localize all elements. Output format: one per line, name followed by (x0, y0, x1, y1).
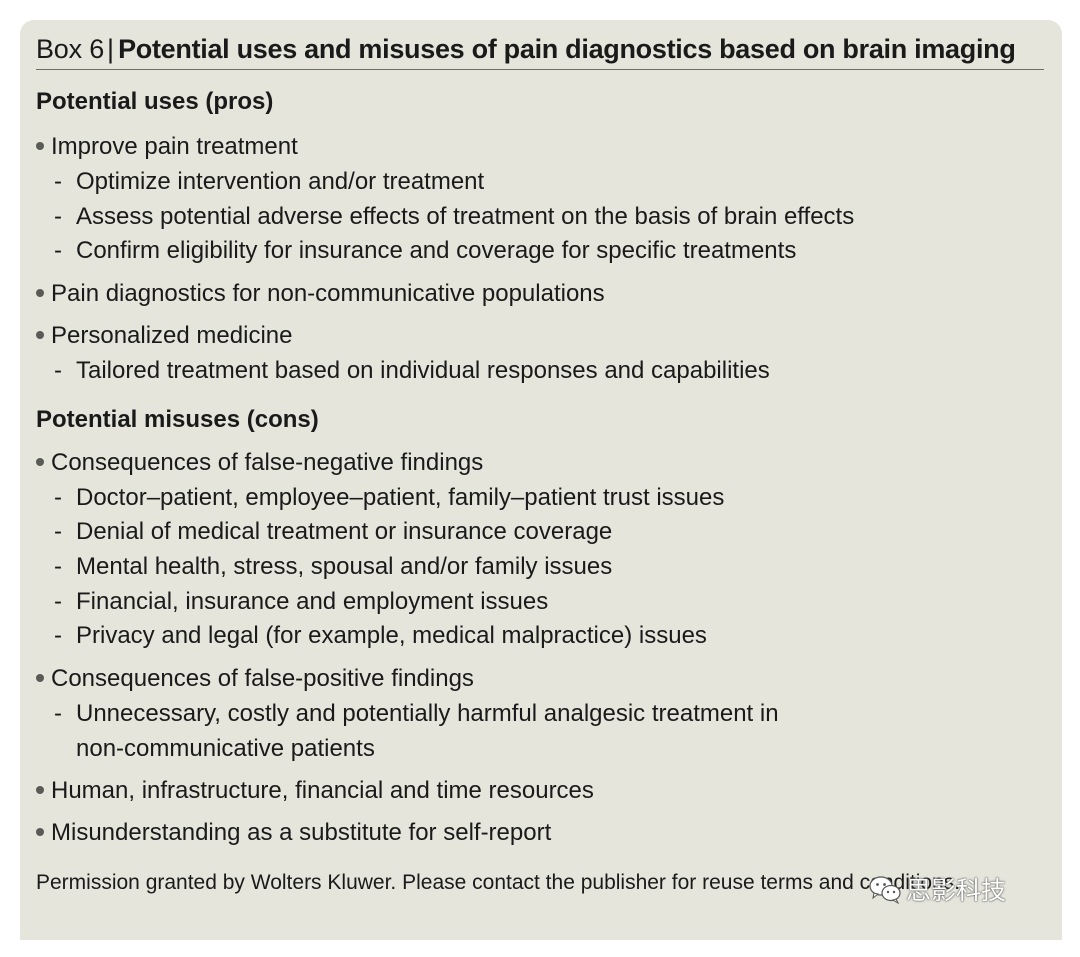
box-title: Potential uses and misuses of pain diagn… (118, 34, 1016, 64)
watermark-text: 思影科技 (906, 877, 1007, 905)
list-item: Misunderstanding as a substitute for sel… (36, 816, 551, 851)
sub-list-item: -Denial of medical treatment or insuranc… (54, 515, 612, 550)
box-label: Box 6 (36, 34, 105, 64)
dash-icon: - (54, 588, 62, 615)
sub-list-item: -Unnecessary, costly and potentially har… (54, 697, 779, 732)
watermark: 思影科技 (868, 872, 1006, 906)
cons-heading: Potential misuses (cons) (36, 406, 319, 433)
dash-icon: - (54, 203, 62, 230)
wechat-icon (869, 876, 901, 904)
sub-list-item: -Doctor–patient, employee–patient, famil… (54, 481, 724, 516)
sub-list-item: -Financial, insurance and employment iss… (54, 585, 548, 620)
info-box: Box 6|Potential uses and misuses of pain… (20, 20, 1062, 940)
dash-icon: - (54, 518, 62, 545)
box-header: Box 6|Potential uses and misuses of pain… (36, 33, 1044, 70)
bullet-icon (36, 785, 44, 794)
list-item: Improve pain treatment (36, 130, 298, 165)
pros-heading: Potential uses (pros) (36, 88, 274, 115)
list-item: Human, infrastructure, financial and tim… (36, 774, 594, 809)
sub-list-item: -Tailored treatment based on individual … (54, 354, 770, 389)
permission-note: Permission granted by Wolters Kluwer. Pl… (36, 871, 961, 894)
sub-list-item: -Privacy and legal (for example, medical… (54, 619, 707, 654)
bullet-icon (36, 141, 44, 150)
bullet-icon (36, 827, 44, 836)
list-item: Personalized medicine (36, 319, 292, 354)
list-item: Pain diagnostics for non-communicative p… (36, 277, 605, 312)
bullet-icon (36, 288, 44, 297)
list-item: Consequences of false-negative findings (36, 446, 483, 481)
dash-icon: - (54, 357, 62, 384)
sub-list-item: -Optimize intervention and/or treatment (54, 165, 484, 200)
bullet-icon (36, 330, 44, 339)
dash-icon: - (54, 622, 62, 649)
sub-list-item: -Confirm eligibility for insurance and c… (54, 234, 796, 269)
dash-icon: - (54, 237, 62, 264)
sub-list-item: -Mental health, stress, spousal and/or f… (54, 550, 612, 585)
sub-list-item-continuation: non-communicative patients (76, 735, 375, 762)
dash-icon: - (54, 168, 62, 195)
bullet-icon (36, 673, 44, 682)
dash-icon: - (54, 484, 62, 511)
sub-list-item: -Assess potential adverse effects of tre… (54, 200, 854, 235)
list-item: Consequences of false-positive findings (36, 662, 474, 697)
dash-icon: - (54, 553, 62, 580)
box-separator: | (107, 34, 115, 64)
bullet-icon (36, 457, 44, 466)
dash-icon: - (54, 700, 62, 727)
